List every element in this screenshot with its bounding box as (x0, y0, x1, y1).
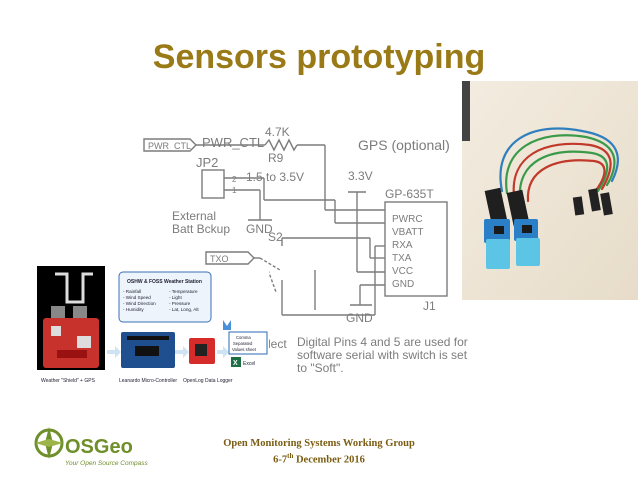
note-line-2: software serial with switch is set (297, 348, 468, 362)
gnd-left-label: GND (246, 222, 273, 236)
feature-box (118, 271, 212, 323)
sensor-photo (462, 81, 638, 300)
pin-txa: TXA (392, 253, 412, 264)
gnd-bottom-label: GND (346, 311, 373, 325)
logo-tagline: Your Open Source Compass (65, 460, 148, 467)
s2-label: S2 (268, 230, 283, 244)
csv-line-2: Separated (233, 341, 253, 346)
caption-weather-shield: Weather "Shield" + GPS (41, 378, 96, 384)
pin-vcc: VCC (392, 266, 413, 277)
batt-backup-label: Batt Bckup (172, 222, 230, 236)
caption-openlog: OpenLog Data Logger (183, 378, 233, 384)
footer-date: 6-7th December 2016 (150, 450, 488, 467)
slide-title: Sensors prototyping (152, 38, 486, 76)
resistor-value: 4.7K (265, 125, 290, 139)
v33-label: 3.3V (348, 169, 373, 183)
logo-wordmark: OSGeo (65, 436, 133, 458)
footer-date-day: 6-7 (273, 454, 288, 466)
pin-vbatt: VBATT (392, 227, 423, 238)
external-label: External (172, 209, 216, 223)
feature-humidity: - Humidity (123, 307, 144, 312)
jp2-pin1: 1 (232, 186, 237, 195)
feature-temperature: - Temperature (169, 289, 198, 294)
osgeo-logo: OSGeo Your Open Source Compass (34, 427, 148, 467)
pin-pwrc: PWRC (392, 214, 423, 225)
footer-working-group: Open Monitoring Systems Working Group (223, 438, 415, 449)
excel-label: Excel (243, 361, 255, 367)
csv-line-3: Values sheet (232, 347, 257, 352)
pin-rxa: RXA (392, 240, 413, 251)
csv-line-1: Comma (236, 335, 251, 340)
feature-wind-speed: - Wind Speed (123, 295, 151, 300)
arrow-1-icon (107, 346, 121, 358)
csv-box (228, 331, 268, 355)
voltage-range: 1.5 to 3.5V (246, 170, 304, 184)
arrow-3-icon (217, 346, 229, 358)
jp2-pin2: 2 (232, 175, 237, 184)
feature-rainfall: - Rainfall (123, 289, 141, 294)
footer: Open Monitoring Systems Working Group 6-… (150, 437, 488, 467)
note-line-1: Digital Pins 4 and 5 are used for (297, 335, 468, 349)
footer-date-rest: December 2016 (293, 454, 365, 466)
feature-light: - Light (169, 295, 182, 300)
arrow-down-icon (223, 320, 231, 330)
resistor-r9 (264, 138, 298, 152)
feature-box-title: OSHW & FOSS Weather Station (127, 279, 202, 285)
txo-tag-label: TXO (210, 254, 229, 264)
j1-label: J1 (423, 299, 436, 313)
excel-icon (231, 357, 241, 367)
feature-wind-direction: - Wind Direction (123, 301, 156, 306)
note-line-3: to "Soft". (297, 361, 344, 375)
gps-schematic: PWR_CTL PWR_CTL 4.7K R9 GPS (optional) J… (143, 125, 468, 375)
txo-tag-shape (205, 251, 255, 265)
gps-part-number: GP-635T (385, 187, 434, 201)
footer-date-sup: th (287, 452, 294, 460)
pwr-ctl-tag-shape (143, 138, 197, 152)
pwr-ctl-label: PWR_CTL (202, 135, 264, 150)
feature-location: - Lat, Long, Alt (169, 307, 199, 312)
select-fragment: lect (268, 337, 287, 351)
arrow-2-icon (175, 346, 189, 358)
caption-leonardo: Leanardo Micro-Controller (119, 378, 177, 384)
pin-gnd: GND (392, 279, 414, 290)
svg-text:X: X (233, 360, 238, 367)
feature-pressure: - Pressure (169, 301, 191, 306)
weather-station-diagram: OSHW & FOSS Weather Station - Rainfall -… (37, 266, 269, 388)
jp2-label: JP2 (196, 155, 218, 170)
gps-optional-label: GPS (optional) (358, 137, 450, 153)
resistor-name: R9 (268, 151, 284, 165)
pwr-ctl-tag-label: PWR_CTL (148, 141, 191, 151)
